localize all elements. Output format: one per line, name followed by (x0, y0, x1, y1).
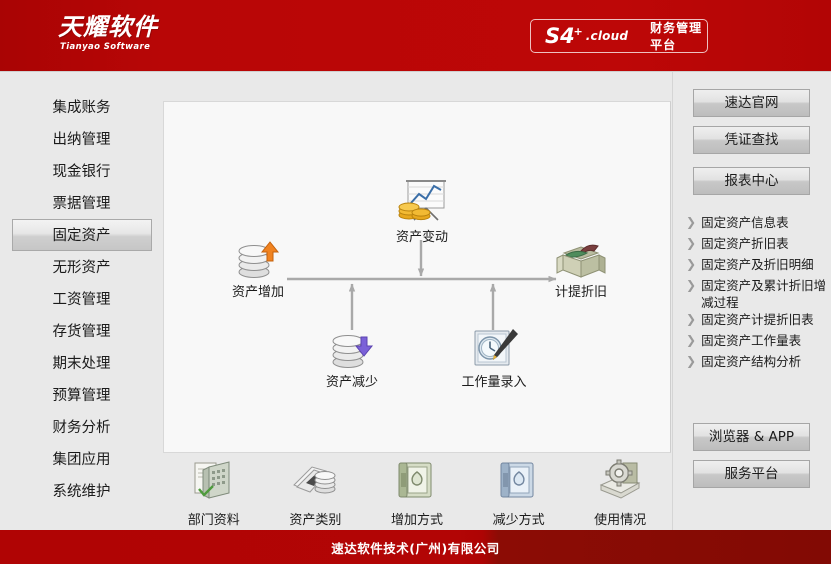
right-sidebar-rail: 速达官网凭证查找报表中心 ❯ 固定资产信息表 ❯ 固定资产折旧表 ❯ 固定资产及折旧明细 ❯ 固… (672, 72, 831, 531)
rail-report-link-label: 固定资产信息表 (701, 215, 789, 230)
shortcut-label: 使用情况 (594, 513, 647, 528)
rail-report-link-label: 固定资产及累计折旧增减过程 (701, 278, 827, 310)
diagram-node-label: 资产增加 (231, 285, 284, 300)
chevron-right-icon: ❯ (686, 278, 697, 292)
diagram-node-asset-increase[interactable]: 资产增加 (224, 237, 292, 301)
diagram-node-label: 资产减少 (325, 375, 378, 390)
rail-report-link-label: 固定资产计提折旧表 (701, 312, 814, 327)
rail-report-link-4[interactable]: ❯ 固定资产计提折旧表 (686, 311, 831, 328)
rail-report-link-label: 固定资产工作量表 (701, 333, 802, 348)
chevron-right-icon: ❯ (686, 333, 697, 347)
chevron-right-icon: ❯ (686, 236, 697, 250)
rail-button-top-1[interactable]: 凭证查找 (693, 126, 810, 154)
ledger-coins-icon (293, 466, 336, 494)
rail-report-link-3[interactable]: ❯ 固定资产及累计折旧增减过程 (686, 277, 831, 311)
module-workflow-panel: 资产变动 资产增加 (163, 101, 671, 453)
sidebar-item-3[interactable]: 票据管理 (52, 196, 111, 212)
rail-divider (672, 72, 673, 531)
rail-report-link-1[interactable]: ❯ 固定资产折旧表 (686, 235, 831, 252)
diagram-node-label: 工作量录入 (461, 375, 527, 390)
chevron-right-icon: ❯ (686, 312, 697, 326)
chevron-right-icon: ❯ (686, 354, 697, 368)
chevron-right-icon: ❯ (686, 215, 697, 229)
diagram-node-depreciation[interactable]: 计提折旧 (547, 237, 615, 301)
shortcut-label: 减少方式 (492, 513, 545, 528)
brand-plus-superscript: + (573, 24, 583, 38)
sidebar-item-5[interactable]: 无形资产 (52, 260, 111, 276)
rail-report-link-label: 固定资产及折旧明细 (701, 257, 814, 272)
sidebar-item-9[interactable]: 预算管理 (52, 388, 111, 404)
rail-report-link-label: 固定资产折旧表 (701, 236, 789, 251)
diagram-node-asset-decrease[interactable]: 资产减少 (318, 327, 386, 391)
sidebar-item-2[interactable]: 现金银行 (52, 164, 111, 180)
clock-pen-icon (474, 329, 518, 366)
bottom-shortcut-strip: 部门资料 资产类别 (163, 459, 671, 528)
sidebar-item-10[interactable]: 财务分析 (52, 420, 111, 436)
shortcut-decrease-method[interactable]: 减少方式 (473, 459, 565, 528)
green-book-icon (398, 462, 432, 498)
product-brand-badge: S4+ .cloud 财务管理平台 (530, 19, 708, 53)
app-footer: 速达软件技术(广州)有限公司 (0, 530, 831, 564)
coins-down-icon (332, 335, 374, 368)
book-gear-icon (599, 459, 641, 499)
company-logo: 天耀软件 Tianyao Software (58, 13, 178, 59)
shortcut-label: 增加方式 (390, 513, 443, 528)
rail-report-link-0[interactable]: ❯ 固定资产信息表 (686, 214, 831, 231)
diagram-node-label: 资产变动 (395, 230, 448, 245)
shortcut-asset-category[interactable]: 资产类别 (269, 459, 361, 528)
shortcut-label: 部门资料 (187, 513, 240, 528)
shortcut-increase-method[interactable]: 增加方式 (371, 459, 463, 528)
sidebar-item-6[interactable]: 工资管理 (52, 292, 111, 308)
sidebar-item-7[interactable]: 存货管理 (52, 324, 111, 340)
sidebar-item-1[interactable]: 出纳管理 (52, 132, 111, 148)
brand-tagline: 财务管理平台 (650, 21, 703, 52)
chevron-right-icon: ❯ (686, 257, 697, 271)
coins-up-icon (238, 241, 280, 278)
rail-report-link-2[interactable]: ❯ 固定资产及折旧明细 (686, 256, 831, 273)
rail-button-bottom-0[interactable]: 浏览器 & APP (693, 423, 810, 451)
rail-report-link-5[interactable]: ❯ 固定资产工作量表 (686, 332, 831, 349)
diagram-node-asset-change[interactable]: 资产变动 (388, 180, 456, 246)
footer-company-name: 速达软件技术(广州)有限公司 (331, 540, 500, 556)
workflow-diagram (287, 240, 557, 330)
building-doc-icon (194, 461, 230, 499)
coin-stack (398, 202, 431, 221)
rail-report-link-6[interactable]: ❯ 固定资产结构分析 (686, 353, 831, 370)
left-sidebar-nav: 集成账务出纳管理现金银行票据管理固定资产无形资产工资管理存货管理期末处理预算管理… (0, 72, 163, 531)
diagram-node-label: 计提折旧 (554, 285, 607, 300)
brand-s4-label: S4+ (545, 23, 583, 48)
shortcut-usage-status[interactable]: 使用情况 (574, 459, 666, 528)
rail-button-bottom-1[interactable]: 服务平台 (693, 460, 810, 488)
sidebar-item-8[interactable]: 期末处理 (52, 356, 111, 372)
blue-book-icon (500, 462, 534, 498)
sidebar-item-0[interactable]: 集成账务 (52, 100, 111, 116)
shortcut-department-data[interactable]: 部门资料 (168, 459, 260, 528)
sidebar-item-4[interactable]: 固定资产 (11, 219, 152, 251)
brand-s4-text: S4 (545, 23, 575, 48)
chart-coins-icon (398, 180, 446, 221)
rail-report-link-label: 固定资产结构分析 (701, 354, 802, 369)
sidebar-item-11[interactable]: 集团应用 (52, 452, 111, 468)
diagram-node-workload-entry[interactable]: 工作量录入 (454, 327, 534, 391)
brand-cloud-label: .cloud (585, 29, 629, 43)
shortcut-label: 资产类别 (289, 513, 342, 528)
rail-button-top-0[interactable]: 速达官网 (693, 89, 810, 117)
open-box-icon (556, 244, 606, 278)
rail-button-top-2[interactable]: 报表中心 (693, 167, 810, 195)
logo-english-text: Tianyao Software (60, 42, 151, 52)
sidebar-item-12[interactable]: 系统维护 (52, 484, 111, 500)
app-header: 天耀软件 Tianyao Software S4+ .cloud 财务管理平台 (0, 0, 831, 71)
body-area: 集成账务出纳管理现金银行票据管理固定资产无形资产工资管理存货管理期末处理预算管理… (0, 71, 831, 531)
logo-chinese-text: 天耀软件 (58, 13, 158, 41)
